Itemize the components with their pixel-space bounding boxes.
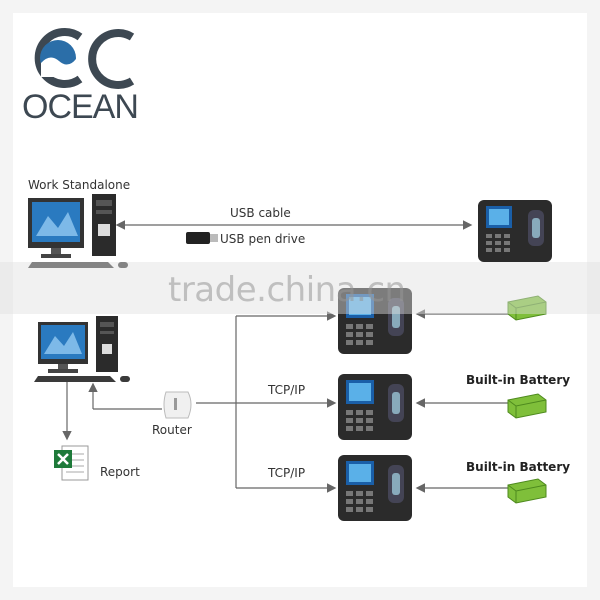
attendance-terminal-standalone bbox=[478, 200, 552, 262]
battery-icon bbox=[507, 295, 547, 321]
battery-label-2: Built-in Battery bbox=[466, 460, 571, 474]
router-icon bbox=[163, 391, 192, 419]
computer-icon bbox=[34, 316, 130, 382]
report-label: Report bbox=[100, 465, 140, 479]
usb-cable-label: USB cable bbox=[230, 206, 291, 220]
router-label: Router bbox=[152, 423, 192, 437]
attendance-terminal bbox=[338, 288, 412, 354]
tcpip-label-2: TCP/IP bbox=[268, 466, 306, 480]
work-standalone-label: Work Standalone bbox=[28, 178, 131, 192]
watermark-band bbox=[0, 262, 600, 314]
attendance-terminal bbox=[338, 455, 412, 521]
battery-icon bbox=[507, 478, 547, 504]
excel-report-icon bbox=[54, 445, 89, 481]
battery-icon bbox=[507, 393, 547, 419]
logo-text: OCEAN bbox=[22, 88, 139, 126]
watermark: trade.china.cn bbox=[168, 270, 406, 310]
computer-icon bbox=[28, 194, 128, 268]
battery-label-1: Built-in Battery bbox=[466, 373, 571, 387]
diagram-canvas bbox=[13, 13, 587, 587]
attendance-terminal bbox=[338, 374, 412, 440]
tcpip-label-1: TCP/IP bbox=[268, 383, 306, 397]
usb-pen-drive-label: USB pen drive bbox=[220, 232, 306, 246]
usb-pen-drive-icon bbox=[186, 232, 218, 244]
ocean-logo bbox=[34, 28, 135, 89]
